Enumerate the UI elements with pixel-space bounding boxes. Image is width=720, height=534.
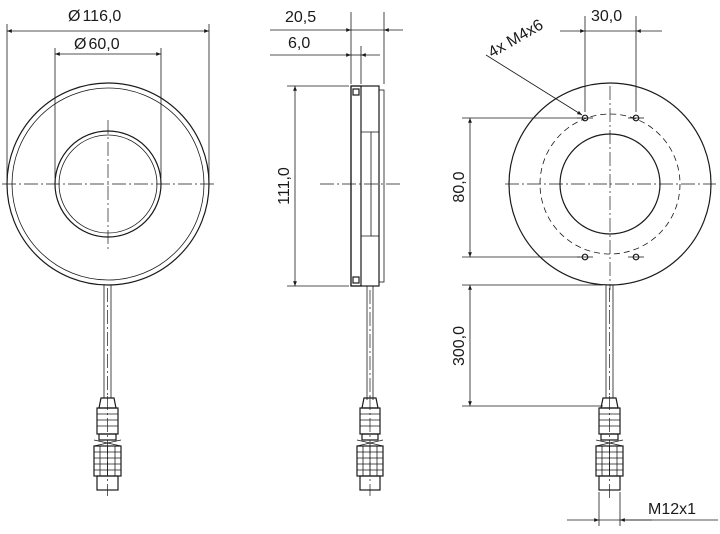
total-depth-label: 20,5 <box>285 9 316 26</box>
inner-diameter-value: 60,0 <box>88 36 119 53</box>
side-back-lip <box>378 89 385 283</box>
rear-view: 30,0 4x M4x6 80,0 300,0 <box>451 8 718 526</box>
cable-length-label: 300,0 <box>451 326 468 366</box>
hole-spacing-horizontal-label: 30,0 <box>591 8 622 25</box>
diameter-symbol: Ø <box>74 36 86 53</box>
side-view: 20,5 6,0 111,0 <box>270 9 403 496</box>
m12-connector-front <box>93 396 122 496</box>
side-housing <box>350 85 380 287</box>
m12-connector-side <box>356 396 384 496</box>
diameter-symbol: Ø <box>68 8 80 25</box>
hole-spacing-vertical-label: 80,0 <box>451 171 468 202</box>
connector-collar <box>98 433 117 441</box>
hole-pitch-circle <box>539 113 681 255</box>
connector-thread-label: M12x1 <box>648 501 696 518</box>
m12-connector-rear <box>595 396 624 500</box>
side-edge-bottom <box>352 276 360 284</box>
side-edge-top <box>352 88 360 96</box>
height-label: 111,0 <box>276 167 293 205</box>
outer-diameter-value: 116,0 <box>82 8 121 25</box>
thread-callout-label: 4x M4x6 <box>486 16 547 61</box>
housing-depth-label: 6,0 <box>288 35 310 52</box>
mounting-holes <box>577 114 644 261</box>
side-front-plate <box>350 85 362 287</box>
thread-leader-line <box>485 54 583 116</box>
